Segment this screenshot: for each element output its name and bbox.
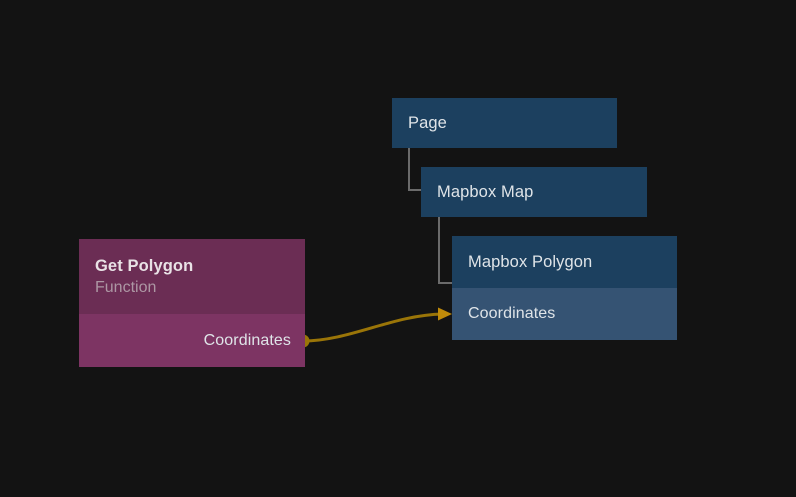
- node-mapbox-map[interactable]: Mapbox Map: [421, 167, 647, 217]
- port-mapbox-polygon-coordinates-input[interactable]: Coordinates: [452, 288, 677, 340]
- node-mapbox-map-header: Mapbox Map: [421, 167, 647, 217]
- node-get-polygon-subtitle: Function: [95, 278, 157, 296]
- edge-arrowhead-icon: [438, 307, 452, 321]
- node-page-title: Page: [408, 114, 447, 132]
- port-label: Coordinates: [203, 331, 291, 349]
- node-mapbox-map-title: Mapbox Map: [437, 183, 534, 201]
- node-mapbox-polygon-title: Mapbox Polygon: [468, 253, 593, 271]
- port-get-polygon-coordinates-output[interactable]: Coordinates: [79, 314, 305, 367]
- node-page-header: Page: [392, 98, 617, 148]
- node-page[interactable]: Page: [392, 98, 617, 148]
- tree-edge-page-to-mapbox-map: [408, 148, 421, 191]
- node-get-polygon-title: Get Polygon: [95, 256, 194, 275]
- node-get-polygon[interactable]: Get Polygon Function Coordinates: [79, 239, 305, 367]
- data-edge-coordinates: [301, 312, 445, 343]
- tree-edge-mapbox-map-to-mapbox-polygon: [438, 217, 452, 284]
- node-get-polygon-header: Get Polygon Function: [79, 239, 305, 314]
- node-mapbox-polygon[interactable]: Mapbox Polygon Coordinates: [452, 236, 677, 340]
- port-label: Coordinates: [468, 305, 556, 322]
- node-mapbox-polygon-header: Mapbox Polygon: [452, 236, 677, 288]
